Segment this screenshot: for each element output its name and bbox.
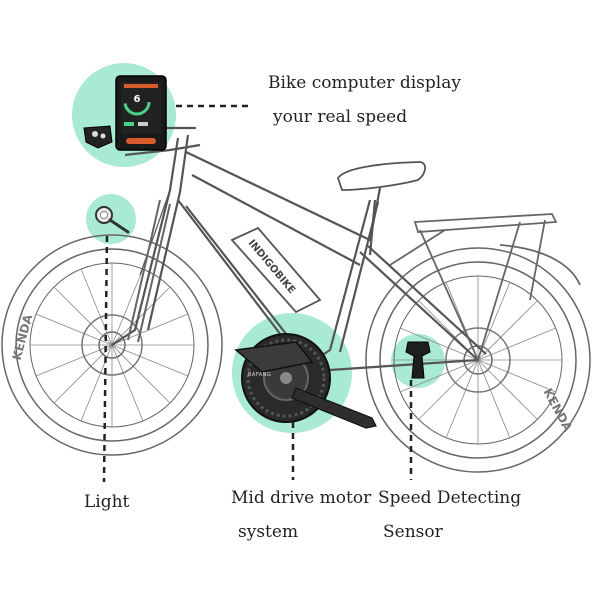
sensor-label-line1: Speed Detecting bbox=[378, 488, 522, 508]
display-label-line2: your real speed bbox=[273, 107, 408, 127]
display-label-line1: Bike computer display bbox=[268, 73, 461, 93]
callout-lines bbox=[102, 104, 413, 483]
mid-drive-motor-icon bbox=[234, 333, 377, 429]
front-fork bbox=[127, 199, 171, 343]
saddle bbox=[337, 161, 426, 191]
front-tire-text: KENDA bbox=[10, 312, 36, 362]
bike-frame bbox=[111, 126, 487, 374]
battery-pack: INDIGOBIKE bbox=[230, 226, 322, 314]
motor-label-line1: Mid drive motor bbox=[231, 488, 372, 508]
display-speed-readout: 6 bbox=[133, 94, 141, 105]
motor-label-line2: system bbox=[238, 522, 299, 542]
bike-computer-display-icon bbox=[115, 75, 167, 151]
handlebar-remote-icon bbox=[83, 125, 113, 149]
speed-sensor-icon bbox=[405, 341, 431, 379]
motor-brand-text: BAFANG bbox=[248, 372, 272, 378]
sensor-label-line2: Sensor bbox=[383, 522, 443, 542]
rear-rack bbox=[389, 213, 581, 361]
headlight-icon bbox=[95, 206, 130, 234]
light-label: Light bbox=[84, 492, 130, 512]
